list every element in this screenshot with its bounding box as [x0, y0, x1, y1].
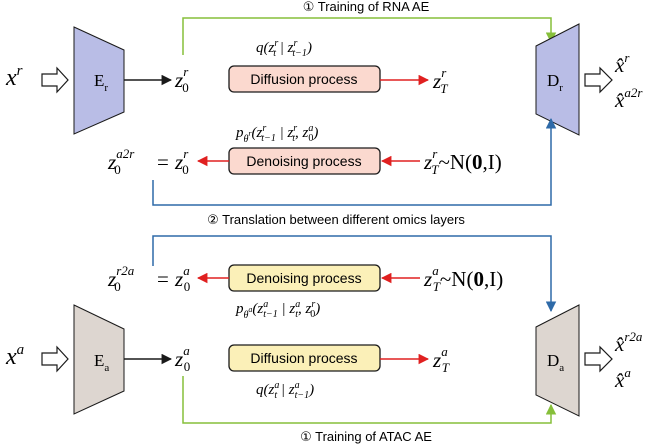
atac-output-2: x̂a: [614, 365, 631, 392]
rna-denoising-label: Denoising process: [246, 153, 361, 169]
atac-decoder-label: Da: [547, 351, 564, 374]
rna-training-label: ① Training of RNA AE: [303, 0, 430, 14]
rna-diffusion-box: [228, 65, 381, 93]
rna-decoder: [535, 23, 580, 136]
rna-encoder-label: Er: [94, 71, 108, 94]
rna-decoder-label: Dr: [547, 71, 563, 94]
atac-output-arrow: [584, 345, 613, 373]
atac-training-path: [182, 376, 557, 424]
atac-input: xa: [5, 342, 24, 370]
atac-encoder: [73, 304, 125, 415]
translation-label: ② Translation between different omics la…: [207, 212, 465, 227]
rna-input-arrow: [41, 66, 69, 94]
rna-encoder: [73, 26, 125, 135]
rna-output-1: x̂r: [614, 50, 630, 77]
atac-decoder: [535, 304, 580, 417]
atac-denoising-label: Denoising process: [246, 270, 361, 286]
rna-equals: =: [157, 150, 169, 174]
rna-output-2: x̂a2r: [614, 85, 643, 112]
translation-path-upper: [152, 117, 557, 206]
atac-training-label: ① Training of ATAC AE: [300, 429, 432, 444]
atac-input-arrow: [41, 345, 69, 373]
rna-input: xr: [5, 63, 23, 91]
atac-equals: =: [157, 267, 169, 291]
atac-encoder-label: Ea: [94, 351, 109, 374]
atac-diffusion-box: [228, 344, 381, 372]
rna-diffusion-label: Diffusion process: [250, 71, 357, 87]
atac-diffusion-label: Diffusion process: [250, 350, 357, 366]
rna-training-path: [182, 17, 557, 55]
translation-path-lower: [152, 235, 557, 313]
rna-output-arrow: [584, 66, 613, 94]
atac-output-1: x̂r2a: [614, 329, 643, 356]
